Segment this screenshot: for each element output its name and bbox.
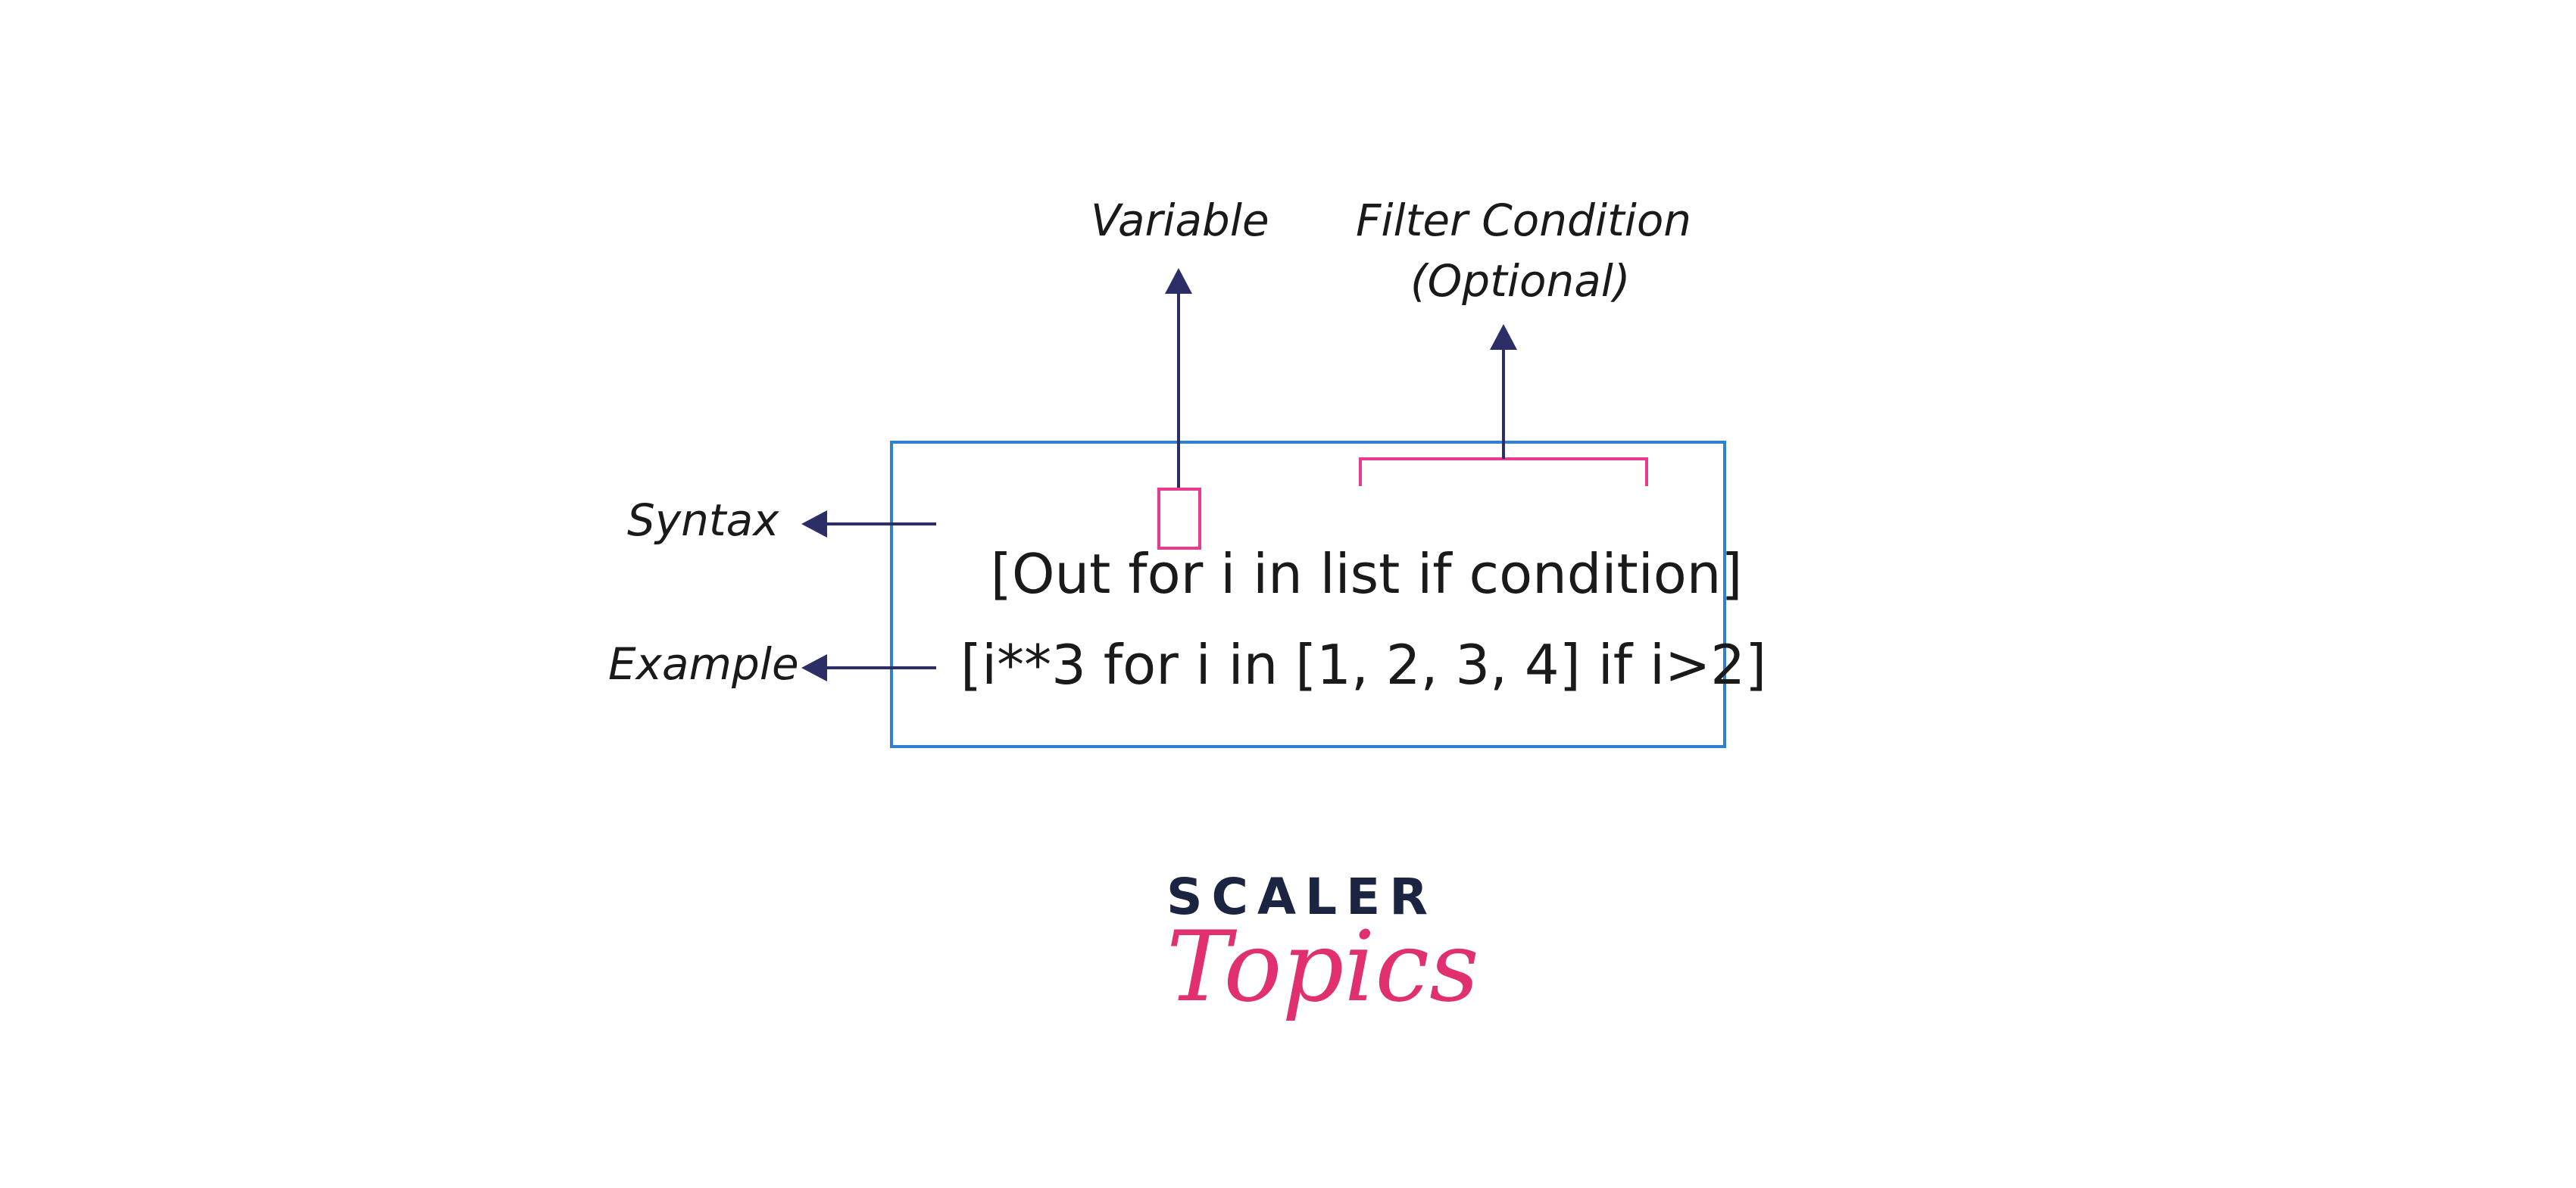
variable-highlight-box: [1157, 488, 1201, 550]
example-label: Example: [608, 638, 799, 690]
scaler-topics-logo: SCALER Topics: [1166, 868, 1479, 1024]
syntax-code: [Out for i in list if condition]: [956, 492, 1743, 601]
example-arrow-head: [801, 654, 827, 681]
filter-bracket: [1359, 457, 1648, 486]
filter-condition-label: Filter Condition: [1356, 195, 1692, 246]
example-code: [i**3 for i in [1, 2, 3, 4] if i>2]: [960, 633, 1767, 697]
variable-label: Variable: [1091, 195, 1269, 246]
syntax-code-start: [Out for: [990, 542, 1221, 606]
syntax-label: Syntax: [627, 494, 779, 546]
syntax-code-end: in list if condition]: [1235, 542, 1743, 606]
syntax-box: [890, 441, 1726, 748]
syntax-arrow-head: [801, 510, 827, 538]
optional-label: (Optional): [1410, 255, 1631, 307]
filter-arrow-head: [1490, 324, 1517, 350]
syntax-variable: i: [1220, 542, 1236, 606]
variable-arrow-head: [1165, 268, 1192, 294]
logo-scaler-text: SCALER: [1166, 868, 1438, 926]
logo-topics-text: Topics: [1166, 911, 1479, 1024]
